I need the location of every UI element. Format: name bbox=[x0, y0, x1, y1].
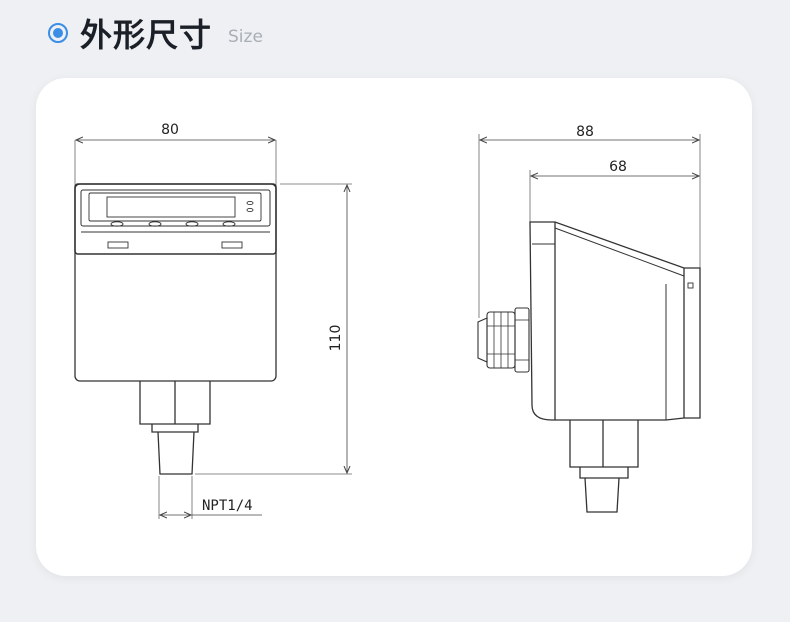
button-icon bbox=[110, 221, 124, 227]
cable-gland bbox=[477, 317, 488, 363]
radio-bullet-icon bbox=[48, 23, 68, 43]
side-view bbox=[477, 134, 701, 513]
section-subtitle: Size bbox=[228, 27, 263, 47]
button-icon bbox=[222, 221, 236, 227]
button-icon bbox=[148, 221, 162, 227]
width-label: 80 bbox=[161, 122, 179, 138]
led-icon bbox=[246, 200, 254, 206]
lcd-window bbox=[106, 196, 236, 218]
display-panel bbox=[74, 183, 277, 255]
side-housing bbox=[529, 221, 701, 421]
button-icon bbox=[185, 221, 199, 227]
side-hex-fitting bbox=[569, 420, 639, 468]
led-icon bbox=[246, 207, 254, 213]
side-threaded-stem bbox=[584, 477, 620, 513]
threaded-stem bbox=[157, 431, 195, 475]
section-title: 外形尺寸 bbox=[80, 16, 213, 54]
section-header: 外形尺寸 Size bbox=[48, 10, 263, 56]
front-view bbox=[74, 140, 352, 519]
front-housing bbox=[74, 183, 277, 382]
drawing-card bbox=[36, 78, 752, 576]
body-width-label: 68 bbox=[609, 159, 627, 175]
thread-label: NPT1/4 bbox=[202, 498, 253, 514]
overall-width-label: 88 bbox=[576, 124, 594, 140]
height-label: 110 bbox=[328, 325, 344, 352]
